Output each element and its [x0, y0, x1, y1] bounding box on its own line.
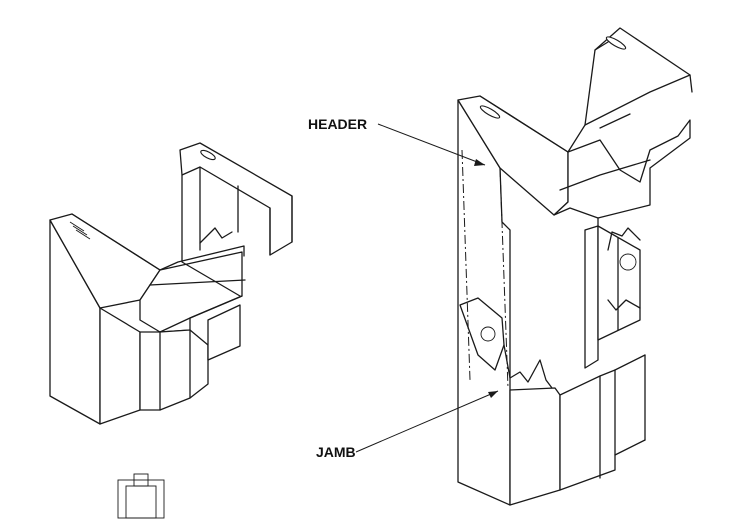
header-callout: HEADER: [308, 116, 486, 166]
exploded-header-channel: [553, 119, 691, 219]
jamb-stamp-icon: [69, 221, 91, 240]
middle-block: [139, 329, 209, 411]
jamb-upright-panel: [597, 225, 641, 341]
jamb-callout: JAMB: [316, 390, 499, 460]
view-cube-icon: [117, 473, 165, 519]
jamb-upright-left: [584, 225, 599, 369]
header-label: HEADER: [308, 116, 367, 132]
exploded-jamb-lower: [509, 387, 561, 506]
jamb-label: JAMB: [316, 444, 356, 460]
exploded-jamb-right: [559, 369, 616, 491]
assembled-frame: [49, 142, 293, 425]
left-jamb-front: [99, 307, 141, 425]
rear-frame: [179, 142, 293, 256]
right-block: [207, 304, 241, 361]
exploded-assembly: [457, 27, 693, 506]
